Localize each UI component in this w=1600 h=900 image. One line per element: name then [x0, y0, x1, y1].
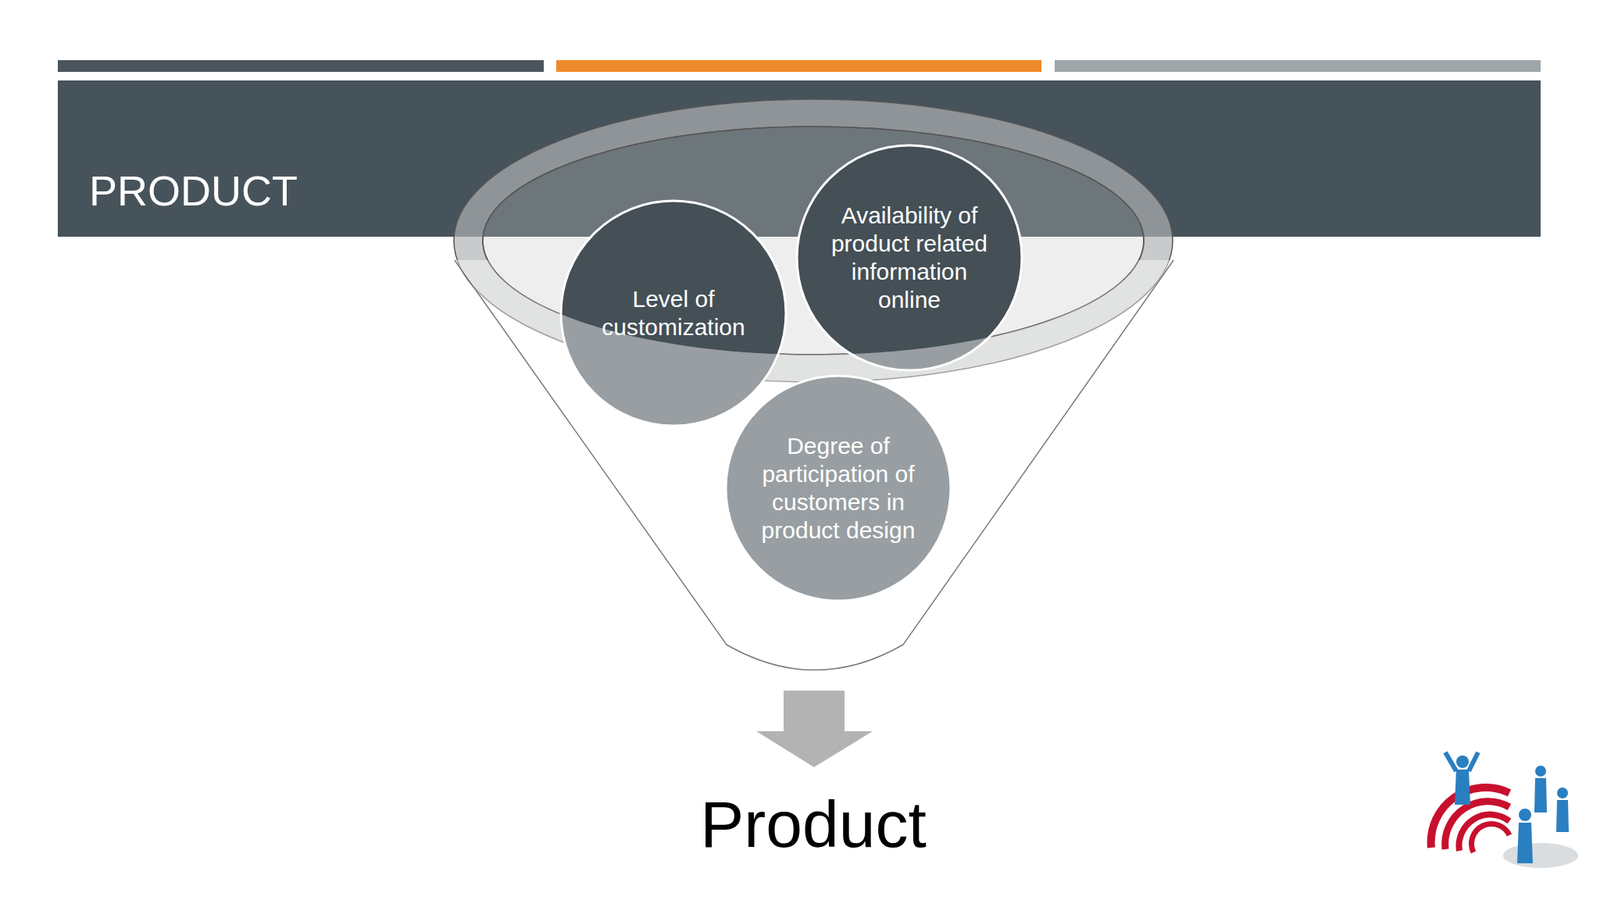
- circle-node: Availability of product related informat…: [795, 143, 1024, 372]
- output-label: Product: [657, 785, 970, 864]
- circle-text-stack: Level of customization: [583, 285, 764, 342]
- circle-node: Level of customization: [559, 199, 788, 428]
- circle-shape: [559, 199, 788, 428]
- slide-title: PRODUCT: [89, 165, 298, 216]
- circle-text-area: Level of customization: [559, 199, 788, 428]
- circle-text-stack: Degree of participation of customers in …: [748, 432, 929, 545]
- node-text: Level of customization: [583, 285, 764, 342]
- circle-shape: [724, 374, 953, 603]
- node-text: Degree of participation of customers in …: [748, 432, 929, 545]
- circle-text-area: Availability of product related informat…: [795, 143, 1024, 372]
- circle-text-stack: Availability of product related informat…: [819, 201, 1000, 315]
- circle-shape: [795, 143, 1024, 372]
- node-text: Availability of product related informat…: [819, 201, 1000, 315]
- circle-text-area: Degree of participation of customers in …: [724, 374, 953, 603]
- people-chart-clipart: [1423, 746, 1580, 875]
- circle-node: Degree of participation of customers in …: [724, 374, 953, 603]
